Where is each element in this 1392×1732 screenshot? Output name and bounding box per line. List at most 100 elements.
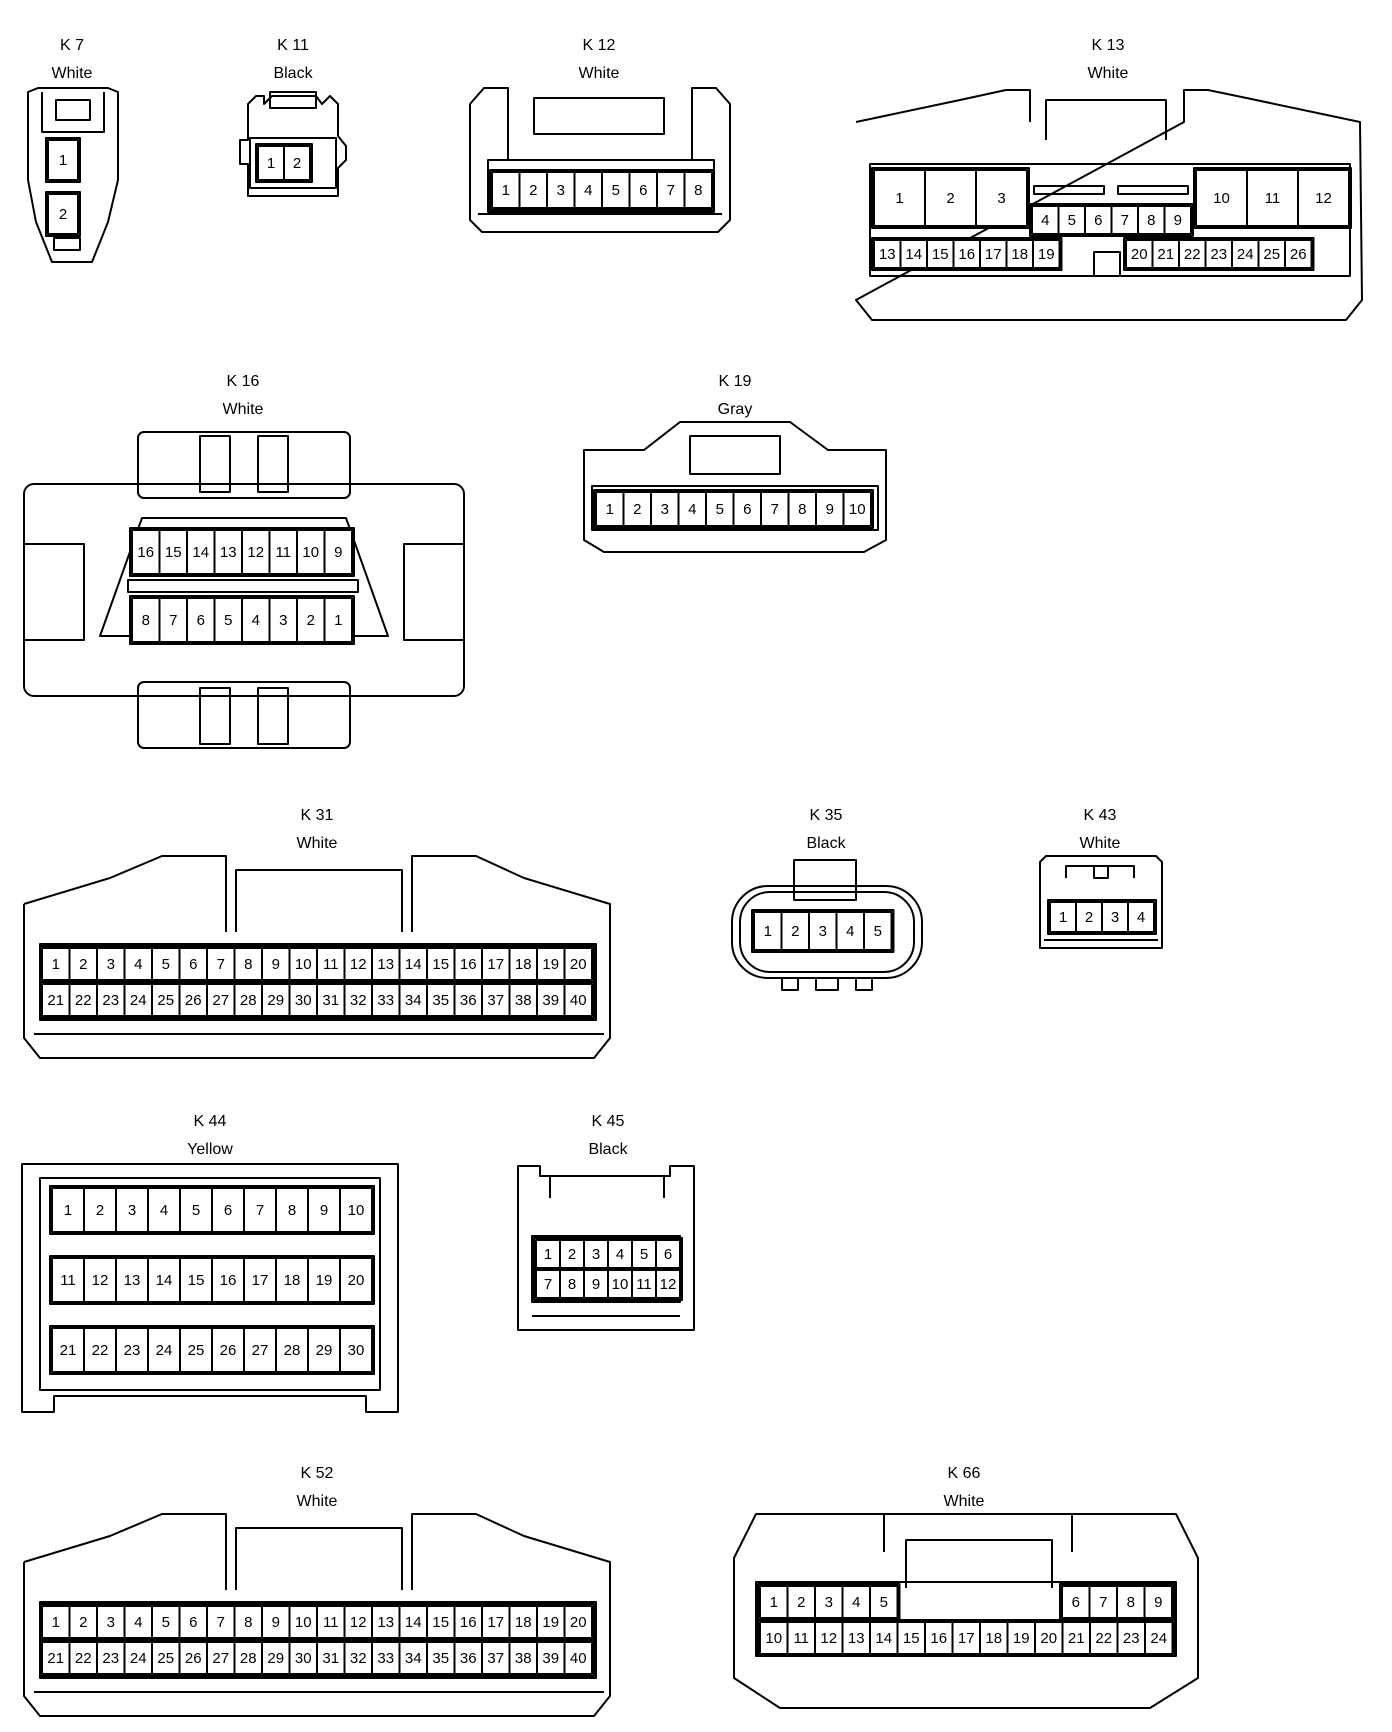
k52-pin-cavity [96, 1641, 126, 1675]
k45-pin-number: 6 [664, 1246, 672, 1263]
k13-pin-cavity [1031, 205, 1060, 235]
k66-pin-number: 7 [1099, 1594, 1107, 1611]
k16-pin-number: 13 [220, 544, 237, 561]
k66-pin-number: 21 [1068, 1630, 1085, 1647]
k16-pin-cavity [158, 529, 188, 575]
k52-pin-number: 38 [515, 1650, 532, 1667]
k66-pin-cavity [1061, 1621, 1091, 1655]
k13-pin-number: 20 [1131, 246, 1148, 263]
k45-pin-number: 10 [612, 1276, 629, 1293]
k52-pin-number: 16 [460, 1614, 477, 1631]
k66-pin-number: 4 [852, 1594, 860, 1611]
k11-color: Black [273, 65, 313, 82]
k52-pin-cavity [151, 1641, 181, 1675]
k66-pin-cavity [869, 1585, 899, 1619]
k43-latch [1065, 865, 1135, 878]
k35-foot-3 [855, 977, 873, 991]
k13-pin-cavity [975, 169, 1028, 227]
k45-pin-row-frame [533, 1267, 683, 1301]
k52-pin-number: 19 [542, 1614, 559, 1631]
k52-pin-number: 3 [107, 1614, 115, 1631]
k52-pin-number: 7 [217, 1614, 225, 1631]
k52-pin-number: 12 [350, 1614, 367, 1631]
k44-pin-cavity [115, 1257, 149, 1303]
k31-pin-cavity [536, 983, 566, 1017]
k44-pin-cavity [275, 1327, 309, 1373]
k35-pin-cavity [753, 911, 783, 951]
k31-pin-number: 25 [157, 992, 174, 1009]
k66-pin-cavity [1143, 1585, 1173, 1619]
k16-pin-cavity [131, 529, 161, 575]
k35-pin-cavity [780, 911, 810, 951]
k7-pin-number: 2 [59, 206, 67, 223]
k44-pin-number: 24 [156, 1342, 173, 1359]
k35-pin-cavity [808, 911, 838, 951]
k31-pin-number: 1 [52, 956, 60, 973]
k31-pin-cavity [206, 983, 236, 1017]
k13-pin-number: 5 [1068, 212, 1076, 229]
k12-color: White [579, 65, 620, 82]
k66-pin-row-frame [757, 1619, 1176, 1657]
k13-pin-number: 9 [1174, 212, 1182, 229]
k66-top-latch [883, 1513, 1073, 1552]
k52-pin-number: 24 [130, 1650, 147, 1667]
k31-pin-number: 6 [189, 956, 197, 973]
k16-pin-row-frame [129, 527, 355, 577]
k52-pin-cavity [123, 1641, 153, 1675]
k44-pin-number: 29 [316, 1342, 333, 1359]
k66-pin-number: 20 [1040, 1630, 1057, 1647]
k16-pin-number: 6 [197, 612, 205, 629]
k45-pin-number: 2 [568, 1246, 576, 1263]
k44-pin-cavity [179, 1257, 213, 1303]
k16-pin-number: 10 [302, 544, 319, 561]
k31-pin-number: 33 [377, 992, 394, 1009]
k45-pin-cavity [607, 1269, 633, 1299]
k66-pin-number: 23 [1123, 1630, 1140, 1647]
k66-pin-number: 1 [770, 1594, 778, 1611]
k31-pin-cavity [123, 983, 153, 1017]
k19-pin-cavity [622, 491, 652, 527]
k45-pin-number: 7 [544, 1276, 552, 1293]
k31-pin-number: 2 [79, 956, 87, 973]
k13-top-latch [1045, 99, 1167, 140]
k16-pin-number: 4 [252, 612, 260, 629]
k13-pin-cavity [1163, 205, 1192, 235]
k44-pin-cavity [179, 1327, 213, 1373]
k11-pin-number: 2 [293, 155, 301, 172]
k16-top-clip [137, 431, 351, 499]
k13-pin-row-frame [871, 237, 1063, 271]
k44-pin-cavity [275, 1187, 309, 1233]
k16-pin-number: 8 [142, 612, 150, 629]
k52-pin-number: 1 [52, 1614, 60, 1631]
k66-name: K 66 [948, 1465, 981, 1482]
k31-pin-number: 27 [212, 992, 229, 1009]
k31-pin-number: 23 [102, 992, 119, 1009]
k66-pin-cavity [1088, 1585, 1118, 1619]
k13-pin-number: 26 [1290, 246, 1307, 263]
k12-housing [469, 87, 731, 233]
k31-pin-number: 3 [107, 956, 115, 973]
k44-pin-number: 19 [316, 1272, 333, 1289]
k44-pin-number: 3 [128, 1202, 136, 1219]
k43-housing [1039, 855, 1163, 949]
k19-pin-cavity [732, 491, 762, 527]
k43-pin-cavity [1127, 901, 1155, 933]
k31-pin-cavity [41, 947, 71, 981]
k66-pin-number: 3 [825, 1594, 833, 1611]
k52-pin-row-frame [39, 1639, 595, 1677]
k7-latch-window [55, 99, 91, 121]
k66-color: White [944, 1493, 985, 1510]
k13-pin-number: 14 [905, 246, 922, 263]
connector-k7: K 7 White 12 [27, 37, 119, 263]
k31-pin-number: 8 [244, 956, 252, 973]
k45-housing [517, 1165, 695, 1331]
k66-pin-number: 11 [793, 1630, 809, 1647]
k52-top-latch [235, 1527, 403, 1590]
k31-color: White [297, 835, 338, 852]
k13-pin-number: 12 [1315, 190, 1332, 207]
k16-pin-number: 3 [279, 612, 287, 629]
k44-pin-cavity [83, 1257, 117, 1303]
